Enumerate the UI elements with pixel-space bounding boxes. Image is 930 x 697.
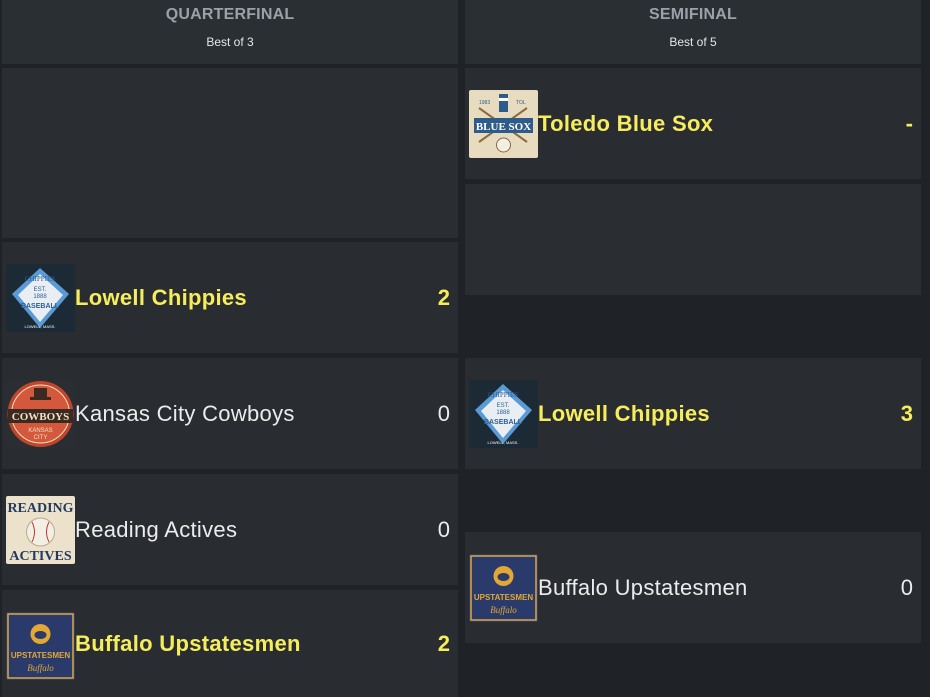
- svg-text:EST.: EST.: [497, 403, 510, 409]
- lowell-chippies-logo: CHIPPIES EST. 1888 BASEBALL LOWELL, MASS…: [469, 380, 538, 448]
- team-score: 2: [437, 284, 450, 310]
- team-score: 0: [437, 400, 450, 426]
- svg-text:LOWELL, MASS.: LOWELL, MASS.: [25, 324, 56, 329]
- team-row-buffalo-upstatesmen[interactable]: UPSTATESMEN Buffalo Buffalo Upstatesmen …: [465, 532, 921, 643]
- svg-text:TOL: TOL: [516, 100, 526, 106]
- svg-text:CHIPPIES: CHIPPIES: [488, 391, 518, 399]
- svg-text:1983: 1983: [479, 100, 490, 106]
- team-name: Lowell Chippies: [538, 400, 710, 426]
- svg-text:COWBOYS: COWBOYS: [12, 411, 69, 423]
- svg-text:UPSTATESMEN: UPSTATESMEN: [11, 651, 70, 660]
- team-score: -: [905, 110, 913, 136]
- svg-text:Buffalo: Buffalo: [490, 605, 517, 615]
- svg-text:ACTIVES: ACTIVES: [9, 549, 71, 564]
- svg-text:BASEBALL: BASEBALL: [484, 419, 523, 426]
- svg-text:1888: 1888: [496, 410, 510, 416]
- empty-slot: [465, 184, 921, 295]
- team-name: Lowell Chippies: [75, 284, 247, 310]
- empty-slot: [2, 68, 458, 238]
- svg-text:BLUE SOX: BLUE SOX: [476, 121, 531, 133]
- team-name: Toledo Blue Sox: [538, 110, 714, 136]
- round-header-semifinal: SEMIFINAL Best of 5: [465, 0, 921, 64]
- team-row-kansas-city-cowboys[interactable]: COWBOYS KANSAS CITY Kansas City Cowboys …: [2, 358, 458, 469]
- toledo-blue-sox-logo: 1983 TOL BLUE SOX: [469, 90, 538, 158]
- team-score: 0: [900, 574, 913, 600]
- round-header-quarterfinal: QUARTERFINAL Best of 3: [2, 0, 458, 64]
- svg-text:1888: 1888: [33, 294, 47, 300]
- team-row-toledo-blue-sox[interactable]: 1983 TOL BLUE SOX Toledo Blue Sox -: [465, 68, 921, 179]
- reading-actives-logo: READING ACTIVES: [6, 496, 75, 564]
- team-row-buffalo-upstatesmen[interactable]: UPSTATESMEN Buffalo Buffalo Upstatesmen …: [2, 590, 458, 697]
- round-title: SEMIFINAL: [648, 6, 738, 23]
- round-format: Best of 3: [206, 35, 254, 49]
- team-name: Buffalo Upstatesmen: [75, 630, 301, 656]
- svg-text:KANSAS: KANSAS: [28, 428, 52, 434]
- team-row-lowell-chippies[interactable]: CHIPPIES EST. 1888 BASEBALL LOWELL, MASS…: [2, 242, 458, 353]
- semifinal-column: SEMIFINAL Best of 5 1983 TOL BLUE SOX To…: [465, 0, 921, 697]
- quarterfinal-column: QUARTERFINAL Best of 3 CHIPPIES EST. 188…: [2, 0, 458, 697]
- svg-text:UPSTATESMEN: UPSTATESMEN: [474, 593, 533, 602]
- team-row-reading-actives[interactable]: READING ACTIVES Reading Actives 0: [2, 474, 458, 585]
- svg-text:CITY: CITY: [34, 435, 48, 441]
- team-row-lowell-chippies[interactable]: CHIPPIES EST. 1888 BASEBALL LOWELL, MASS…: [465, 358, 921, 469]
- svg-text:EST.: EST.: [34, 287, 47, 293]
- svg-text:READING: READING: [7, 501, 73, 516]
- round-format: Best of 5: [669, 35, 717, 49]
- team-name: Reading Actives: [75, 516, 238, 542]
- svg-text:Buffalo: Buffalo: [27, 663, 54, 673]
- team-score: 0: [437, 516, 450, 542]
- svg-text:LOWELL, MASS.: LOWELL, MASS.: [488, 440, 519, 445]
- team-score: 3: [900, 400, 913, 426]
- svg-text:BASEBALL: BASEBALL: [21, 303, 60, 310]
- team-name: Kansas City Cowboys: [75, 400, 295, 426]
- team-score: 2: [437, 630, 450, 656]
- lowell-chippies-logo: CHIPPIES EST. 1888 BASEBALL LOWELL, MASS…: [6, 264, 75, 332]
- kansas-city-cowboys-logo: COWBOYS KANSAS CITY: [6, 380, 75, 448]
- team-name: Buffalo Upstatesmen: [538, 574, 748, 600]
- svg-text:CHIPPIES: CHIPPIES: [25, 275, 55, 283]
- buffalo-upstatesmen-logo: UPSTATESMEN Buffalo: [469, 554, 538, 622]
- buffalo-upstatesmen-logo: UPSTATESMEN Buffalo: [6, 612, 75, 680]
- round-title: QUARTERFINAL: [165, 6, 295, 23]
